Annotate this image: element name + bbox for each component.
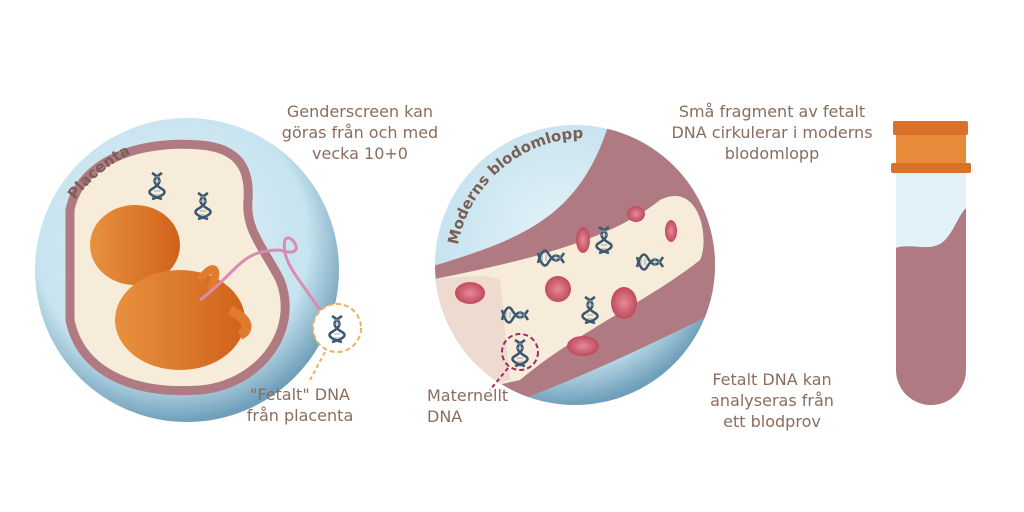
caption-line: DNA cirkulerar i moderns [671,123,872,142]
uterus-illustration: Placenta [35,118,362,422]
middle-bottom-text: Maternellt DNA [427,386,508,426]
blood-cell [611,287,637,319]
caption-line: Maternellt [427,386,508,405]
right-bottom-text: Fetalt DNA kan analyseras från ett blodp… [710,370,834,431]
blood-cell [665,220,677,242]
tube-cap [893,121,968,135]
caption-line: från placenta [247,406,354,425]
caption-line: vecka 10+0 [312,144,408,163]
caption-line: "Fetalt" DNA [250,385,350,404]
blood-cell [576,227,590,253]
caption-line: DNA [427,407,462,426]
blood-cell [455,282,485,304]
bloodstream-illustration: Moderns blodomlopp [435,124,715,405]
blood-cell [567,336,599,356]
left-top-text: Genderscreen kan göras från och med veck… [282,102,438,163]
blood-cell [627,206,645,222]
maternal-dna-highlight [501,333,539,371]
fetus-icon [90,205,252,370]
caption-line: Fetalt DNA kan [712,370,831,389]
caption-line: ett blodprov [723,412,821,431]
middle-top-text: Små fragment av fetalt DNA cirkulerar i … [671,102,872,163]
caption-line: Små fragment av fetalt [679,102,865,121]
umbilical-cord [199,236,322,311]
caption-line: Genderscreen kan [287,102,433,121]
caption-line: blodomlopp [725,144,819,163]
blood-cell [545,276,571,302]
caption-line: göras från och med [282,123,438,142]
left-bottom-text: "Fetalt" DNA från placenta [247,385,354,425]
blood-tube-icon [891,121,971,405]
caption-line: analyseras från [710,391,834,410]
